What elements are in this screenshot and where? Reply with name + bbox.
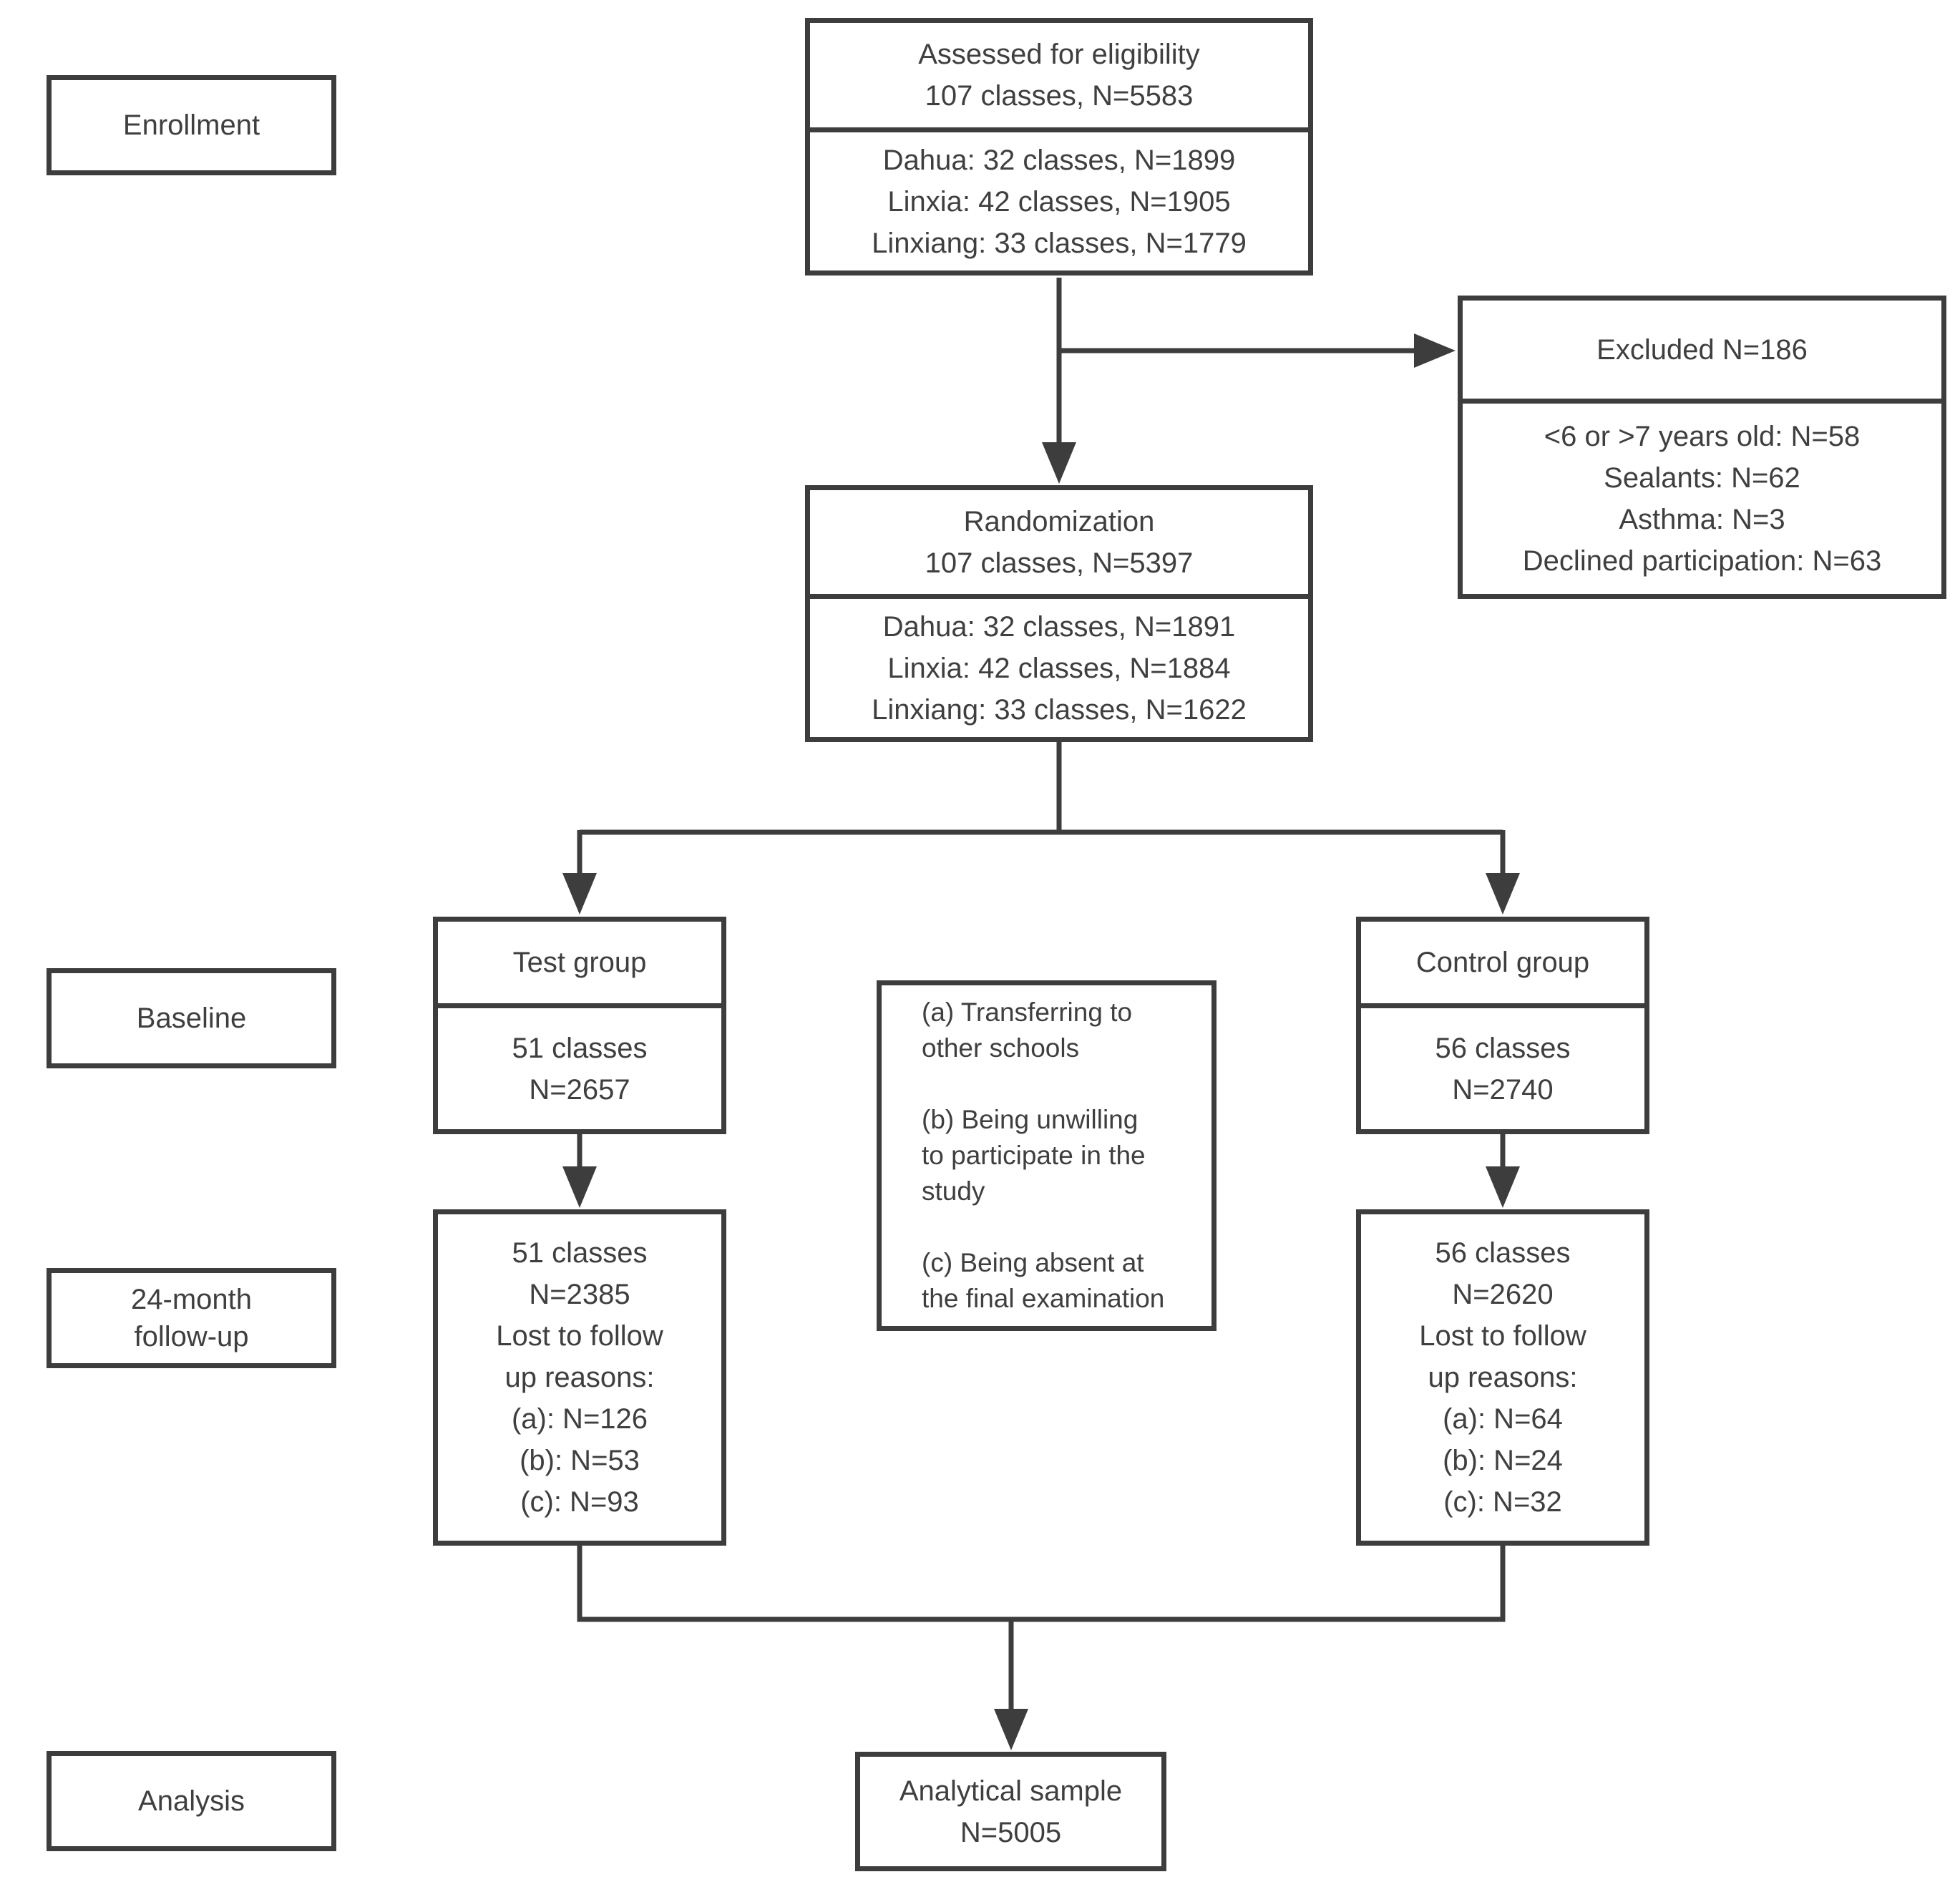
randomization-box-title: Randomization 107 classes, N=5397 <box>925 505 1194 579</box>
stage-label-enrollment-text: Enrollment <box>122 109 260 141</box>
randomization-box-title-section: Randomization 107 classes, N=5397 <box>810 490 1308 594</box>
arrow-to-test-group <box>562 830 597 915</box>
assessed-box-title: Assessed for eligibility 107 classes, N=… <box>918 39 1200 112</box>
randomization-box: Randomization 107 classes, N=5397 Dahua:… <box>805 485 1313 742</box>
excluded-box-detail: <6 or >7 years old: N=58 Sealants: N=62 … <box>1522 421 1882 577</box>
stage-label-analysis: Analysis <box>47 1751 336 1851</box>
excluded-box-detail-section: <6 or >7 years old: N=58 Sealants: N=62 … <box>1463 399 1941 594</box>
arrow-assessed-to-randomization <box>1042 278 1076 484</box>
loss-reasons-text: (a) Transferring to other schools (b) Be… <box>922 998 1165 1313</box>
merge-to-analytical <box>577 1546 1506 1750</box>
assessed-box-title-section: Assessed for eligibility 107 classes, N=… <box>810 23 1308 127</box>
test-followup-text: 51 classes N=2385 Lost to follow up reas… <box>496 1237 663 1518</box>
test-group-box: Test group 51 classes N=2657 <box>433 917 726 1134</box>
stage-label-followup-text: 24-month follow-up <box>131 1284 252 1352</box>
stage-label-baseline: Baseline <box>47 968 336 1068</box>
randomization-box-detail-section: Dahua: 32 classes, N=1891 Linxia: 42 cla… <box>810 594 1308 737</box>
control-group-title: Control group <box>1415 947 1590 978</box>
control-followup-text: 56 classes N=2620 Lost to follow up reas… <box>1419 1237 1586 1518</box>
test-group-title: Test group <box>512 947 647 978</box>
arrow-test-to-followup <box>562 1134 597 1208</box>
excluded-box: Excluded N=186 <6 or >7 years old: N=58 … <box>1458 296 1946 599</box>
test-group-detail: 51 classes N=2657 <box>512 1032 648 1106</box>
analytical-sample-box: Analytical sample N=5005 <box>855 1752 1166 1871</box>
control-group-detail-section: 56 classes N=2740 <box>1361 1003 1644 1129</box>
stage-label-followup: 24-month follow-up <box>47 1268 336 1368</box>
stage-label-enrollment: Enrollment <box>47 75 336 175</box>
assessed-box-detail-section: Dahua: 32 classes, N=1899 Linxia: 42 cla… <box>810 127 1308 270</box>
test-group-title-section: Test group <box>438 922 721 1003</box>
loss-reasons-box: (a) Transferring to other schools (b) Be… <box>877 980 1217 1331</box>
test-group-detail-section: 51 classes N=2657 <box>438 1003 721 1129</box>
analytical-sample-text: Analytical sample N=5005 <box>899 1775 1123 1848</box>
control-group-detail: 56 classes N=2740 <box>1435 1032 1571 1106</box>
split-randomization <box>580 742 1503 835</box>
control-group-box: Control group 56 classes N=2740 <box>1356 917 1649 1134</box>
control-followup-box: 56 classes N=2620 Lost to follow up reas… <box>1356 1209 1649 1546</box>
stage-label-analysis-text: Analysis <box>138 1785 245 1817</box>
arrow-to-excluded <box>1059 333 1456 368</box>
test-followup-box: 51 classes N=2385 Lost to follow up reas… <box>433 1209 726 1546</box>
assessed-box: Assessed for eligibility 107 classes, N=… <box>805 18 1313 275</box>
assessed-box-detail: Dahua: 32 classes, N=1899 Linxia: 42 cla… <box>872 144 1247 259</box>
excluded-box-title-section: Excluded N=186 <box>1463 301 1941 399</box>
stage-label-baseline-text: Baseline <box>136 1003 247 1034</box>
arrow-to-control-group <box>1486 830 1520 915</box>
arrow-control-to-followup <box>1486 1134 1520 1208</box>
excluded-box-title: Excluded N=186 <box>1596 333 1808 366</box>
control-group-title-section: Control group <box>1361 922 1644 1003</box>
randomization-box-detail: Dahua: 32 classes, N=1891 Linxia: 42 cla… <box>872 610 1247 726</box>
